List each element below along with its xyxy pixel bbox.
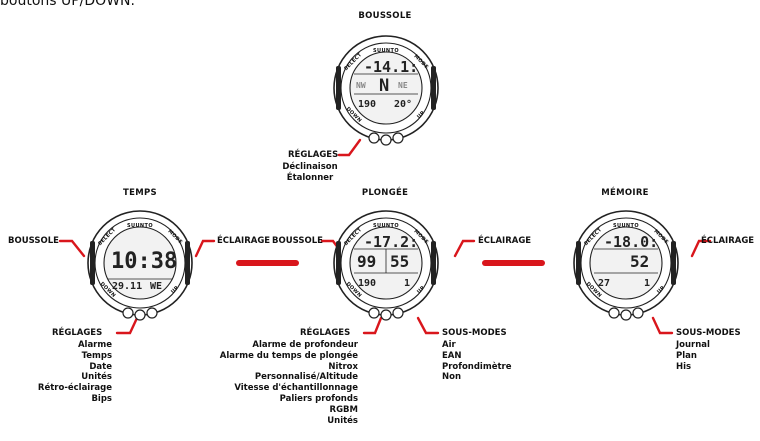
dive-submodes-list: Air EAN Profondimètre Non bbox=[442, 340, 512, 383]
dive-submode-item: Non bbox=[442, 372, 462, 383]
memory-lcd: -18.0: 52 27 1 bbox=[594, 231, 658, 295]
compass-setting-item: Étalonner bbox=[286, 172, 334, 183]
time-settings-list: Alarme Temps Date Unités Rétro-éclairage… bbox=[8, 340, 112, 405]
time-setting-item: Rétro-éclairage bbox=[37, 383, 112, 394]
time-setting-item: Bips bbox=[91, 393, 112, 404]
compass-settings-list: Déclinaison Étalonner bbox=[280, 162, 340, 184]
compass-title: BOUSSOLE bbox=[358, 11, 412, 21]
compass-top-value: -14.1: bbox=[364, 58, 419, 76]
dive-title: PLONGÉE bbox=[361, 188, 409, 198]
intro-text: boutons UP/DOWN. bbox=[0, 0, 135, 9]
time-settings-label: RÉGLAGES bbox=[52, 328, 103, 338]
memory-bottom-left: 27 bbox=[598, 278, 611, 289]
compass-bottom-right: 20° bbox=[394, 99, 413, 110]
time-setting-item: Temps bbox=[81, 350, 112, 361]
dive-bottom-left: 190 bbox=[358, 278, 377, 289]
compass-setting-item: Déclinaison bbox=[282, 162, 338, 172]
dive-settings-label: RÉGLAGES bbox=[300, 328, 351, 338]
dive-lcd: -17.2: 99 55 190 1 bbox=[354, 231, 418, 295]
dive-mid-left: 99 bbox=[357, 252, 377, 271]
time-setting-item: Alarme bbox=[77, 340, 112, 350]
memory-title: MÉMOIRE bbox=[601, 188, 649, 198]
dive-bottom-right: 1 bbox=[404, 278, 411, 289]
time-day-value: WE bbox=[150, 281, 163, 292]
time-title: TEMPS bbox=[123, 188, 157, 198]
dive-setting-item: Paliers profonds bbox=[279, 393, 358, 404]
dive-setting-item: Unités bbox=[327, 415, 358, 426]
time-right-label: ÉCLAIRAGE bbox=[217, 236, 271, 246]
dive-watch: SUUNTO SELECT MODE DOWN UP -17.2: 99 55 … bbox=[326, 203, 446, 323]
dive-setting-item: Nitrox bbox=[328, 361, 358, 372]
memory-eclairage-leader bbox=[690, 239, 712, 258]
dive-setting-item: Personnalisé/Altitude bbox=[254, 372, 358, 383]
memory-submodes-leader bbox=[651, 316, 674, 335]
time-main-value: 10:38 bbox=[111, 249, 178, 274]
dive-submode-item: EAN bbox=[442, 350, 462, 361]
dive-settings-list: Alarme de profondeur Alarme du temps de … bbox=[196, 340, 358, 426]
memory-bottom-right: 1 bbox=[644, 278, 651, 289]
memory-mid-right: 52 bbox=[630, 252, 650, 271]
dive-eclairage-leader bbox=[453, 239, 476, 258]
dive-setting-item: Alarme du temps de plongée bbox=[219, 350, 358, 361]
time-date-value: 29.11 bbox=[112, 281, 143, 292]
compass-brand: SUUNTO bbox=[373, 48, 399, 54]
time-watch: SUUNTO SELECT MODE DOWN UP 10:38 29.11 W… bbox=[80, 203, 200, 323]
compass-mid-left: NW bbox=[356, 81, 366, 90]
dive-mid-right: 55 bbox=[390, 252, 410, 271]
compass-lcd: -14.1: NW N NE 190 20° bbox=[354, 56, 418, 120]
memory-watch: SUUNTO SELECT MODE DOWN UP -18.0: 52 27 … bbox=[566, 203, 686, 323]
compass-mid-center: N bbox=[379, 76, 390, 96]
dive-submodes-label: SOUS-MODES bbox=[442, 328, 507, 338]
time-setting-item: Date bbox=[89, 361, 112, 372]
dive-top-value: -17.2: bbox=[364, 233, 419, 251]
time-eclairage-leader bbox=[194, 239, 216, 258]
time-left-label: BOUSSOLE bbox=[8, 236, 59, 246]
time-setting-item: Unités bbox=[81, 372, 112, 383]
dive-setting-item: Vitesse d'échantillonnage bbox=[234, 383, 358, 394]
dive-setting-item: Alarme de profondeur bbox=[252, 340, 358, 350]
compass-settings-label: RÉGLAGES bbox=[288, 150, 339, 160]
time-settings-leader bbox=[115, 316, 139, 335]
compass-bottom-left: 190 bbox=[358, 99, 377, 110]
memory-submodes-list: Journal Plan His bbox=[676, 340, 710, 372]
dive-right-label: ÉCLAIRAGE bbox=[478, 236, 532, 246]
memory-right-label: ÉCLAIRAGE bbox=[701, 236, 755, 246]
time-brand: SUUNTO bbox=[127, 223, 153, 229]
compass-watch: SUUNTO SELECT MODE DOWN UP -14.1: NW N N… bbox=[326, 28, 446, 148]
dive-submode-item: Air bbox=[442, 340, 456, 350]
memory-top-value: -18.0: bbox=[604, 233, 659, 251]
time-lcd: 10:38 29.11 WE bbox=[108, 231, 177, 295]
dive-setting-item: RGBM bbox=[329, 404, 358, 415]
compass-settings-leader bbox=[337, 138, 362, 157]
dive-brand: SUUNTO bbox=[373, 223, 399, 229]
dive-submode-item: Profondimètre bbox=[442, 361, 512, 372]
compass-mid-right: NE bbox=[398, 81, 408, 90]
memory-brand: SUUNTO bbox=[613, 223, 639, 229]
dive-settings-leader bbox=[362, 316, 383, 335]
dive-left-label: BOUSSOLE bbox=[272, 236, 323, 246]
memory-submode-item: Plan bbox=[676, 350, 697, 361]
dive-submodes-leader bbox=[416, 316, 440, 335]
time-boussole-leader bbox=[58, 239, 86, 258]
memory-submodes-label: SOUS-MODES bbox=[676, 328, 741, 338]
memory-submode-item: His bbox=[676, 361, 692, 372]
memory-submode-item: Journal bbox=[676, 340, 710, 350]
